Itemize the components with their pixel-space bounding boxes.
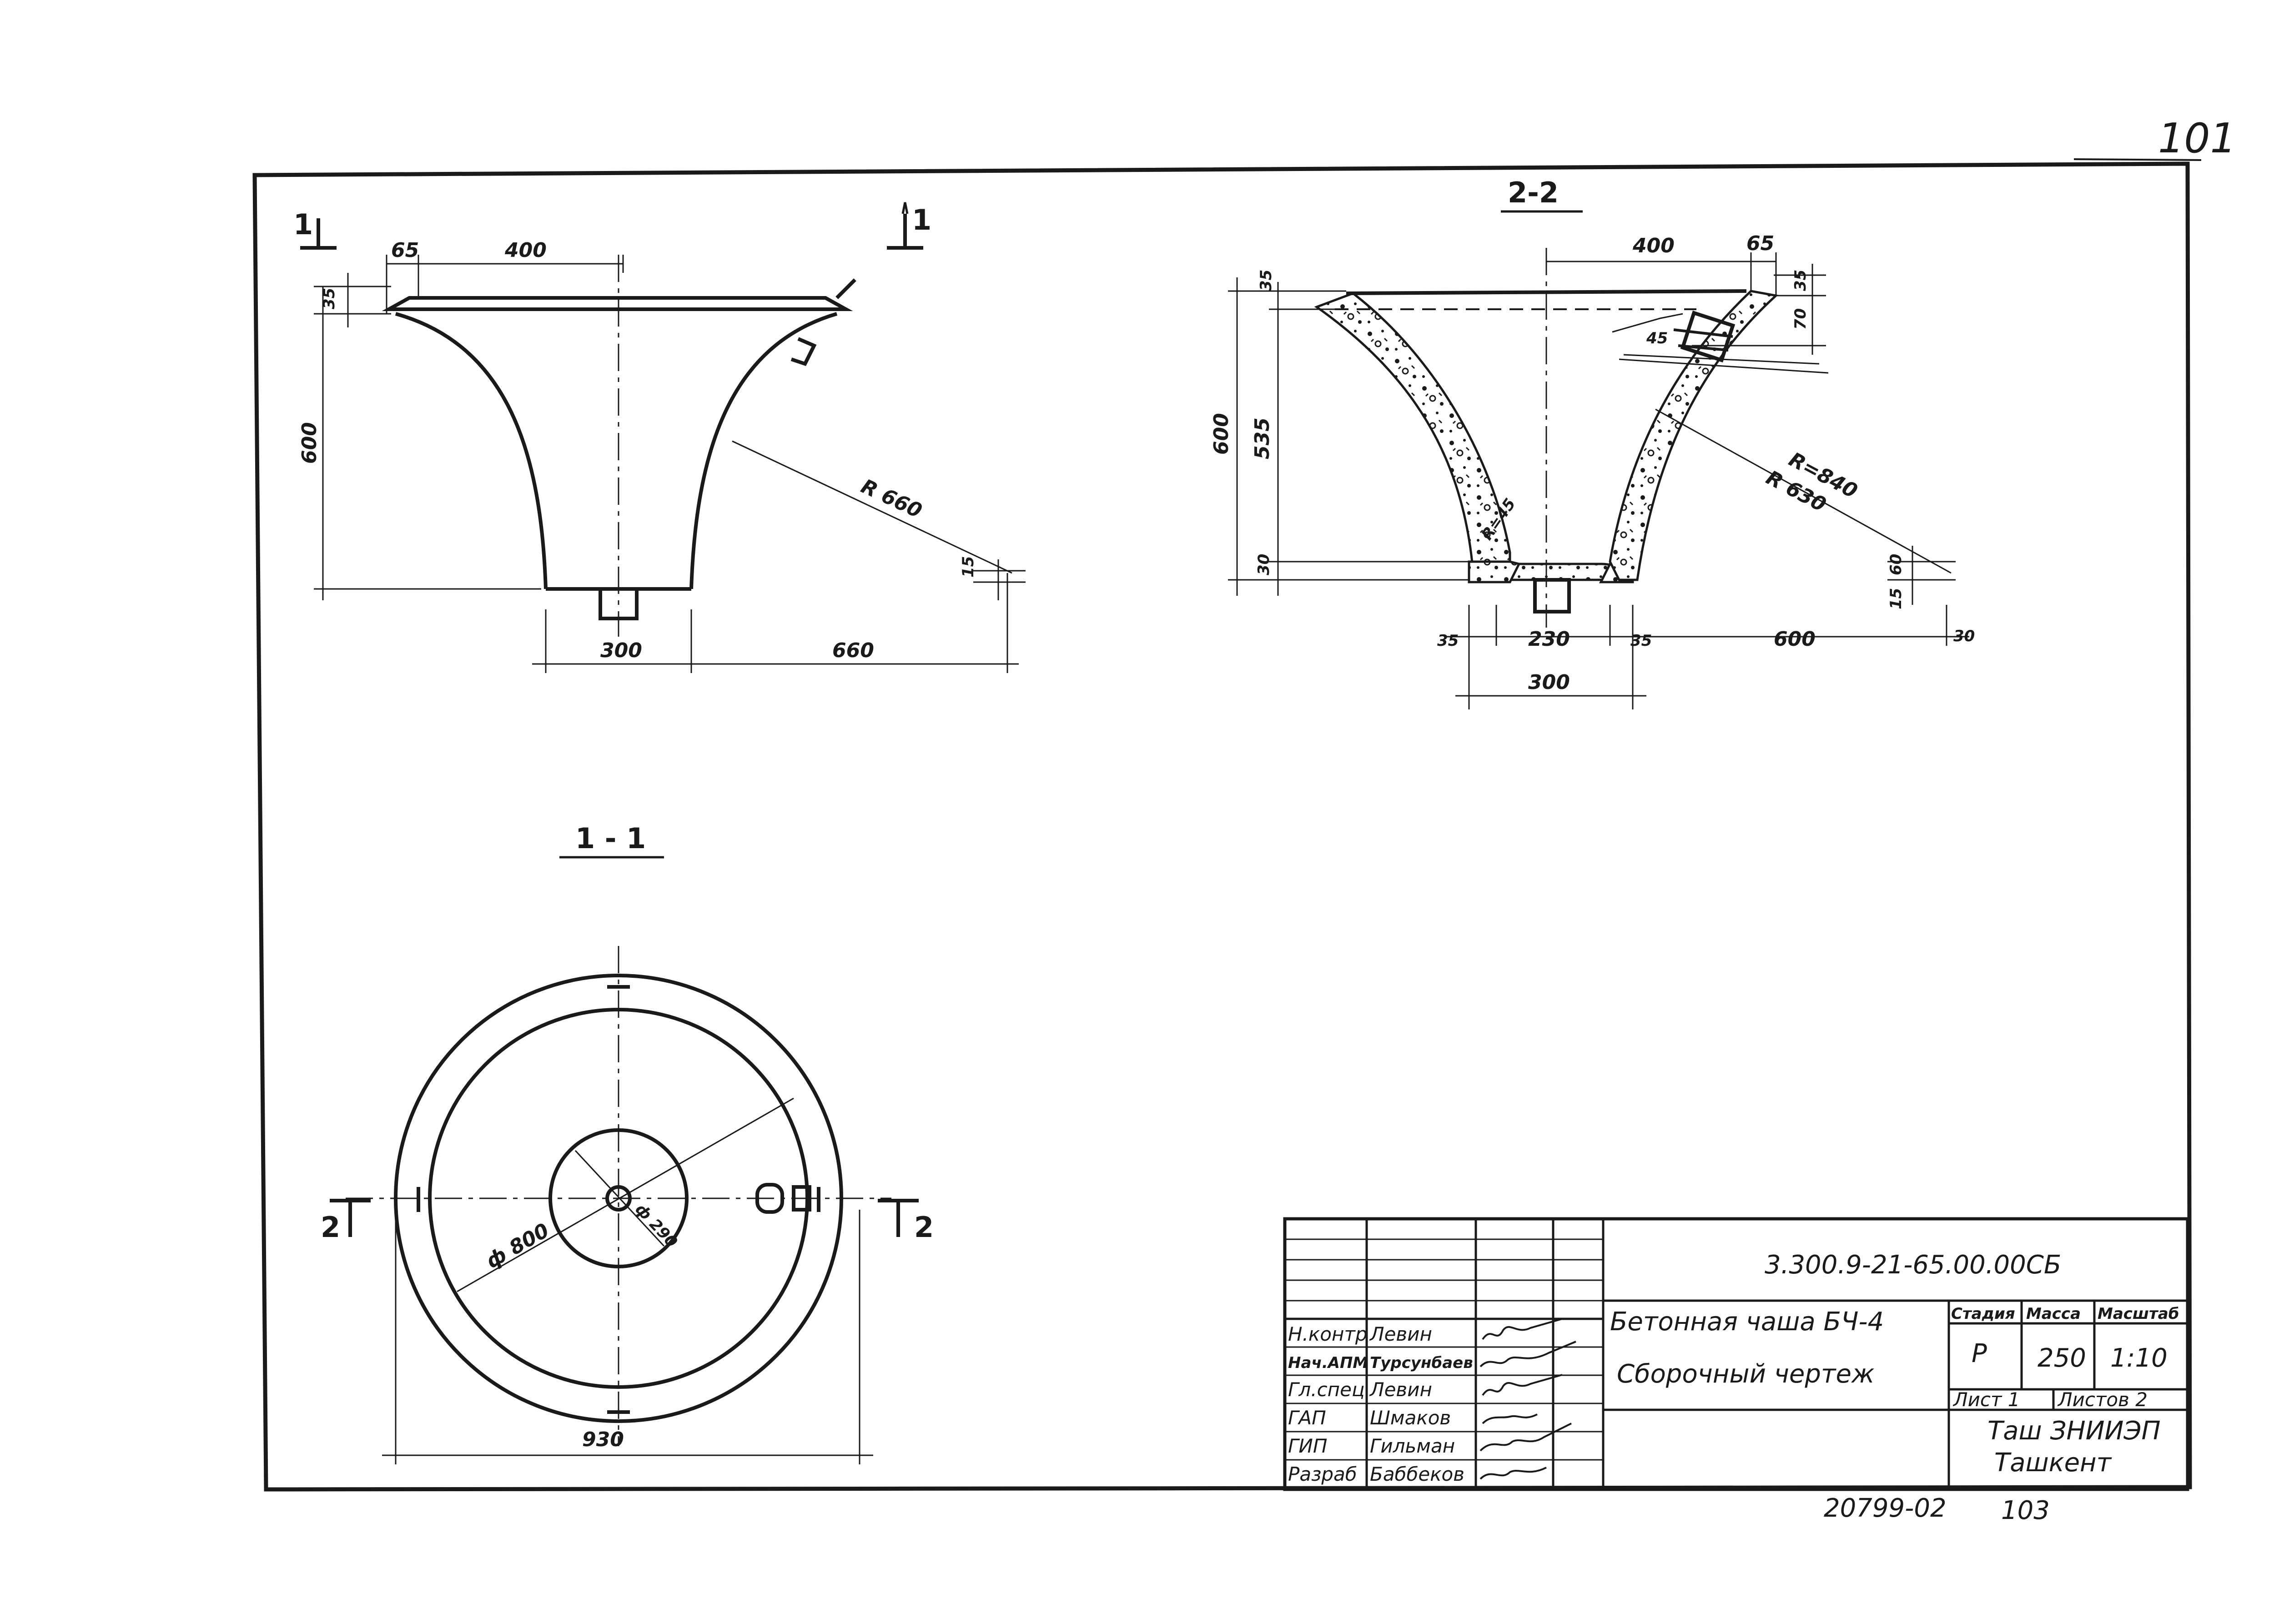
plan-dim-930: 930 bbox=[582, 1428, 624, 1451]
section-dim-30-base: 30 bbox=[1953, 627, 1975, 645]
role-name: Левин bbox=[1369, 1378, 1432, 1401]
elevation-dim-600: 600 bbox=[298, 422, 321, 464]
role-label: Н.контр bbox=[1288, 1323, 1368, 1345]
plan-cut-label-right: 2 bbox=[914, 1211, 934, 1244]
section-1-1-view bbox=[330, 856, 919, 1464]
signatures bbox=[1479, 1318, 1576, 1480]
plan-diameter-inner: ф 290 bbox=[631, 1200, 681, 1252]
doc-number: 3.300.9-21-65.00.00СБ bbox=[1765, 1250, 2061, 1280]
role-name: Гильман bbox=[1370, 1435, 1455, 1457]
section-dim-45: 45 bbox=[1646, 329, 1668, 347]
elevation-view bbox=[300, 202, 1026, 673]
section-dim-35-top: 35 bbox=[1257, 270, 1275, 291]
page-number: 101 bbox=[2158, 115, 2236, 162]
sheets-value: Листов 2 bbox=[2057, 1388, 2148, 1411]
plan-cut-label-left: 2 bbox=[321, 1211, 340, 1244]
elevation-dim-15: 15 bbox=[959, 556, 977, 578]
col-mass-header: Масса bbox=[2026, 1305, 2081, 1323]
elevation-dim-400: 400 bbox=[504, 239, 547, 262]
organization-line1: Таш ЗНИИЭП bbox=[1987, 1416, 2161, 1446]
drawing-name-line1: Бетонная чаша БЧ-4 bbox=[1610, 1307, 1884, 1337]
title-block-roles: Н.контр Левин Нач.АПМ Турсунбаев Гл.спец… bbox=[1288, 1323, 1473, 1485]
section-dim-15-side: 15 bbox=[1887, 588, 1905, 609]
section-dim-230: 230 bbox=[1528, 628, 1570, 651]
elevation-cut-label-right: 1 bbox=[912, 203, 931, 236]
drawing-name-line2: Сборочный чертеж bbox=[1617, 1359, 1874, 1389]
elevation-dim-65: 65 bbox=[391, 239, 419, 262]
section-dim-600-base: 600 bbox=[1774, 628, 1816, 651]
role-label: ГИП bbox=[1288, 1435, 1327, 1457]
section-dim-65: 65 bbox=[1746, 232, 1774, 255]
role-name: Баббеков bbox=[1370, 1463, 1464, 1485]
sheet-value: Лист 1 bbox=[1952, 1388, 2020, 1411]
section-dim-35-base-right: 35 bbox=[1630, 632, 1652, 650]
col-stage-header: Стадия bbox=[1951, 1305, 2015, 1323]
role-label: Гл.спец bbox=[1288, 1378, 1365, 1401]
section-dim-400: 400 bbox=[1632, 234, 1675, 257]
role-label: Нач.АПМ bbox=[1288, 1354, 1368, 1372]
section-2-2-view bbox=[1228, 210, 1969, 709]
section-2-2-title: 2-2 bbox=[1508, 176, 1559, 209]
role-name: Турсунбаев bbox=[1370, 1354, 1473, 1372]
title-block bbox=[1283, 1217, 2189, 1491]
section-dim-35-base-left: 35 bbox=[1437, 632, 1459, 650]
stage-value: Р bbox=[1972, 1339, 1987, 1368]
section-dim-60-side: 60 bbox=[1887, 554, 1905, 575]
elevation-dim-35: 35 bbox=[320, 288, 338, 309]
scale-value: 1:10 bbox=[2110, 1343, 2168, 1373]
mass-value: 250 bbox=[2038, 1343, 2086, 1373]
stamp-page-number: 103 bbox=[2001, 1496, 2050, 1525]
sheet-frame bbox=[252, 158, 2202, 1492]
elevation-cut-label-left: 1 bbox=[293, 208, 313, 241]
role-label: Разраб bbox=[1288, 1463, 1357, 1485]
role-name: Шмаков bbox=[1370, 1407, 1451, 1429]
section-dim-535: 535 bbox=[1251, 417, 1274, 459]
plan-diameter-outer: ф 800 bbox=[482, 1219, 553, 1273]
stamp-bottom-number: 20799-02 bbox=[1824, 1493, 1947, 1523]
section-dim-70-right: 70 bbox=[1791, 308, 1810, 330]
section-1-1-title: 1 - 1 bbox=[575, 822, 646, 855]
section-dim-30: 30 bbox=[1255, 554, 1273, 575]
col-scale-header: Масштаб bbox=[2098, 1305, 2179, 1323]
section-dim-35-right: 35 bbox=[1791, 270, 1810, 291]
role-label: ГАП bbox=[1288, 1407, 1326, 1429]
section-dim-600: 600 bbox=[1210, 413, 1233, 455]
section-dim-300: 300 bbox=[1528, 671, 1570, 694]
organization-line2: Ташкент bbox=[1994, 1448, 2112, 1478]
elevation-dim-660: 660 bbox=[832, 639, 874, 662]
elevation-dim-300: 300 bbox=[600, 639, 642, 662]
role-name: Левин bbox=[1369, 1323, 1432, 1345]
